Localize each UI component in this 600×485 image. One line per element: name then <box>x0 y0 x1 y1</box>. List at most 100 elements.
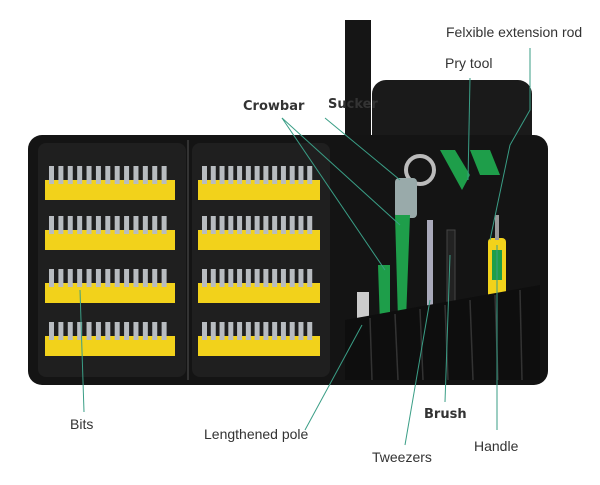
label-extension-rod: Felxible extension rod <box>446 24 583 40</box>
bit-strip <box>45 180 175 200</box>
bit <box>133 269 139 287</box>
bit-strip <box>198 336 320 356</box>
bit <box>114 322 120 340</box>
label-pry-tool: Pry tool <box>445 55 493 71</box>
leader-lengthened-pole <box>304 324 363 431</box>
bit <box>152 216 158 234</box>
bit-strip <box>45 283 175 303</box>
bit <box>210 166 216 184</box>
bit <box>228 166 234 184</box>
crowbar-2 <box>378 265 390 325</box>
bit <box>202 216 207 234</box>
bit <box>263 322 269 340</box>
bit <box>254 166 260 184</box>
bit <box>152 166 158 184</box>
bit <box>245 269 251 287</box>
bit <box>280 216 286 234</box>
bit <box>86 166 92 184</box>
bit <box>210 322 216 340</box>
bit <box>86 216 92 234</box>
bit <box>133 166 139 184</box>
bag-strap <box>345 20 371 145</box>
bit <box>298 216 304 234</box>
bit <box>210 269 216 287</box>
bit <box>124 216 130 234</box>
bit <box>58 322 64 340</box>
bit <box>263 166 269 184</box>
bit <box>272 269 278 287</box>
bit <box>237 216 243 234</box>
bit <box>161 269 167 287</box>
leader-crowbar-1 <box>281 117 401 226</box>
bit <box>142 166 148 184</box>
label-lengthened-pole: Lengthened pole <box>204 426 309 442</box>
bit <box>219 166 225 184</box>
label-handle: Handle <box>474 438 519 454</box>
bit <box>77 269 83 287</box>
bit <box>219 269 225 287</box>
bit <box>237 322 243 340</box>
bit <box>237 166 243 184</box>
bit <box>114 166 120 184</box>
leader-bits <box>79 289 85 413</box>
bit <box>307 166 313 184</box>
label-tweezers: Tweezers <box>372 449 432 465</box>
bit-strip <box>198 283 320 303</box>
bit <box>289 216 295 234</box>
bit <box>152 322 158 340</box>
bit <box>86 322 92 340</box>
bit <box>228 322 234 340</box>
pry-tool <box>440 150 470 190</box>
bit <box>289 269 295 287</box>
leader-tweezers <box>404 299 431 446</box>
leader-sucker <box>324 117 401 181</box>
crowbar <box>395 215 410 320</box>
bit <box>219 322 225 340</box>
bit <box>263 269 269 287</box>
bit <box>58 166 64 184</box>
bit <box>202 166 207 184</box>
bit <box>161 166 167 184</box>
bit <box>105 322 111 340</box>
bit <box>67 216 73 234</box>
bit <box>95 322 101 340</box>
bit <box>272 322 278 340</box>
leader-extension-rod <box>489 48 531 241</box>
bit <box>280 322 286 340</box>
bit <box>280 166 286 184</box>
bit <box>245 166 251 184</box>
bit <box>105 269 111 287</box>
bit <box>210 216 216 234</box>
bit <box>95 166 101 184</box>
bit <box>95 216 101 234</box>
sucker-ring <box>404 154 436 186</box>
bit <box>124 166 130 184</box>
leader-brush <box>444 254 451 403</box>
bit <box>219 216 225 234</box>
leader-crowbar-2 <box>281 117 386 271</box>
pockets <box>345 285 540 380</box>
bit <box>49 322 54 340</box>
bit <box>124 322 130 340</box>
leader-lines <box>79 48 531 446</box>
bit <box>298 166 304 184</box>
label-crowbar: Crowbar <box>243 99 305 114</box>
sucker <box>395 178 417 218</box>
tweezers <box>427 220 433 330</box>
bit <box>67 166 73 184</box>
label-bits: Bits <box>70 416 94 432</box>
bit <box>161 322 167 340</box>
bit <box>237 269 243 287</box>
bit <box>289 166 295 184</box>
bit <box>202 322 207 340</box>
bit <box>58 216 64 234</box>
bit <box>298 269 304 287</box>
bit <box>245 322 251 340</box>
label-brush: Brush <box>424 407 467 422</box>
bit-strip <box>198 180 320 200</box>
bit <box>114 216 120 234</box>
bit-strips <box>45 166 320 356</box>
bit <box>202 269 207 287</box>
